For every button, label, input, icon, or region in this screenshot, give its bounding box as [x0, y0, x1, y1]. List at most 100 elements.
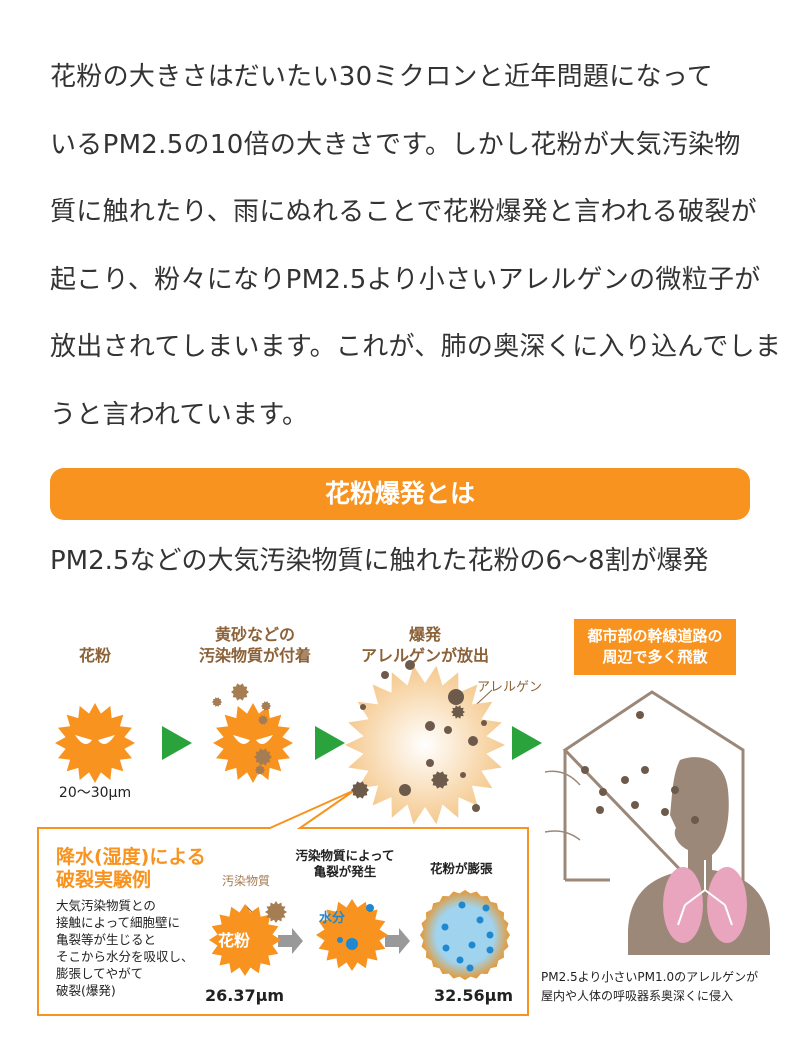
allergen-particle-icon: [599, 788, 607, 796]
paragraph-line: いるPM2.5の10倍の大きさです。しかし花粉が大気汚染物: [50, 129, 741, 160]
label-line: 亀裂が発生: [313, 864, 377, 879]
label-line: 破裂(爆発): [56, 983, 116, 998]
allergen-particle-icon: [631, 801, 639, 809]
pollutant-particle-icon: [212, 697, 222, 707]
infiltration-caption: PM2.5より小さいPM1.0のアレルゲンが屋内や人体の呼吸器系奥深くに侵入: [541, 968, 758, 1006]
allergen-particle-icon: [691, 816, 699, 824]
allergen-particle-icon: [661, 808, 669, 816]
water-drop-icon: [337, 937, 343, 943]
label-line: 周辺で多く飛散: [602, 648, 708, 666]
allergen-particle-icon: [405, 660, 415, 670]
step2-step3-arrow-icon: [315, 726, 345, 760]
label-line: 屋内や人体の呼吸器系奥深くに侵入: [541, 989, 734, 1003]
angry-eyes-icon: [75, 735, 115, 744]
grey-arrow-icon: [385, 928, 410, 954]
label-line: 汚染物質が付着: [198, 646, 311, 665]
label-line: 破裂実験例: [56, 869, 152, 891]
pollutant-particle-icon: [265, 901, 287, 923]
label-line: 接触によって細胞壁に: [56, 915, 181, 930]
label-line: そこから水分を吸収し、: [56, 949, 194, 964]
section-banner: 花粉爆発とは: [50, 468, 750, 520]
crack-label: 汚染物質によって亀裂が発生: [285, 848, 405, 880]
allergen-particle-icon: [581, 766, 589, 774]
water-drop-icon: [442, 944, 450, 952]
allergen-particle-icon: [460, 772, 466, 778]
size-label-3: 32.56μm: [434, 986, 514, 1005]
paragraph-line: 質に触れたり、雨にぬれることで花粉爆発と言われる破裂が: [50, 197, 757, 227]
label-line: 膨張してやがて: [56, 966, 144, 981]
step1-label: 花粉: [78, 646, 111, 665]
label-line: 汚染物質によって: [295, 848, 395, 863]
grey-arrow-icon: [278, 928, 303, 954]
water-drop-icon: [458, 901, 466, 909]
section-subtitle: PM2.5などの大気汚染物質に触れた花粉の6～8割が爆発: [50, 546, 709, 576]
allergen-label: アレルゲン: [477, 680, 543, 695]
size-label-2: 26.37μm: [205, 986, 285, 1005]
step4-label: 都市部の幹線道路の周辺で多く飛散: [574, 619, 736, 675]
swell-label: 花粉が膨張: [430, 861, 493, 876]
step3-step4-arrow-icon: [512, 726, 542, 760]
pollutant-particle-icon: [261, 701, 271, 711]
angry-eyes-icon: [233, 735, 273, 744]
pollen-with-pollutants-icon: [213, 703, 293, 783]
pollutant-particle-icon: [258, 715, 268, 725]
label-line: 降水(湿度)による: [56, 846, 206, 868]
allergen-particle-icon: [381, 671, 389, 679]
allergen-particle-icon: [351, 781, 369, 799]
pollen-label: 花粉: [218, 931, 251, 950]
pollutant-particle-icon: [255, 765, 265, 775]
allergen-particle-icon: [481, 720, 487, 726]
experiment-callout-box: [37, 789, 529, 1016]
paragraph-line: 放出されてしまいます。これが、肺の奥深くに入り込んでしま: [50, 332, 782, 362]
allergen-particle-icon: [426, 759, 434, 767]
pollutant-label: 汚染物質: [222, 874, 271, 888]
intro-paragraph: 花粉の大きさはだいたい30ミクロンと近年問題になって いるPM2.5の10倍の大…: [50, 44, 782, 449]
allergen-particle-icon: [621, 776, 629, 784]
paragraph-line: うと言われています。: [50, 399, 309, 430]
allergen-particle-icon: [596, 806, 604, 814]
step1-step2-arrow-icon: [162, 726, 192, 760]
pollen-icon: [209, 904, 281, 976]
allergen-particle-icon: [451, 705, 465, 719]
paragraph-line: 花粉の大きさはだいたい30ミクロンと近年問題になって: [50, 62, 714, 92]
water-drop-icon: [466, 964, 474, 972]
water-drop-icon: [346, 938, 358, 950]
allergen-particle-icon: [468, 736, 478, 746]
allergen-particle-icon: [360, 704, 366, 710]
allergen-particle-icon: [472, 804, 480, 812]
water-drop-icon: [486, 931, 494, 939]
water-drop-icon: [482, 904, 490, 912]
allergen-particle-icon: [425, 721, 435, 731]
water-drop-icon: [486, 946, 494, 954]
allergen-particle-icon: [641, 766, 649, 774]
allergen-particle-icon: [399, 784, 411, 796]
label-line: PM2.5より小さいPM1.0のアレルゲンが: [541, 970, 759, 984]
allergen-particle-icon: [431, 771, 449, 789]
step2-label: 黄砂などの汚染物質が付着: [185, 624, 325, 666]
label-line: アレルゲンが放出: [360, 646, 489, 665]
step3-label: 爆発アレルゲンが放出: [345, 624, 505, 666]
water-drop-icon: [468, 941, 476, 949]
water-drop-icon: [476, 916, 484, 924]
experiment-title: 降水(湿度)による破裂実験例: [56, 846, 206, 892]
water-drop-icon: [366, 904, 374, 912]
swollen-pollen-icon: [420, 890, 510, 980]
pollutant-particle-icon: [254, 748, 272, 766]
label-line: 都市部の幹線道路の: [587, 627, 723, 645]
paragraph-line: 起こり、粉々になりPM2.5より小さいアレルゲンの微粒子が: [50, 264, 761, 295]
pollen-icon: [55, 703, 135, 783]
label-line: 爆発: [408, 625, 441, 644]
water-label: 水分: [319, 911, 346, 926]
burst-pollen-icon: [345, 665, 505, 825]
allergen-particle-icon: [636, 711, 644, 719]
allergen-particle-icon: [671, 786, 679, 794]
label-line: 黄砂などの: [214, 625, 295, 644]
human-silhouette-icon: [628, 757, 770, 955]
size-label-1: 20～30μm: [58, 785, 132, 801]
water-drop-icon: [441, 923, 449, 931]
allergen-particle-icon: [448, 689, 464, 705]
experiment-description: 大気汚染物質との接触によって細胞壁に亀裂等が生じるとそこから水分を吸収し、膨張し…: [56, 897, 194, 999]
label-line: 亀裂等が生じると: [56, 932, 157, 947]
